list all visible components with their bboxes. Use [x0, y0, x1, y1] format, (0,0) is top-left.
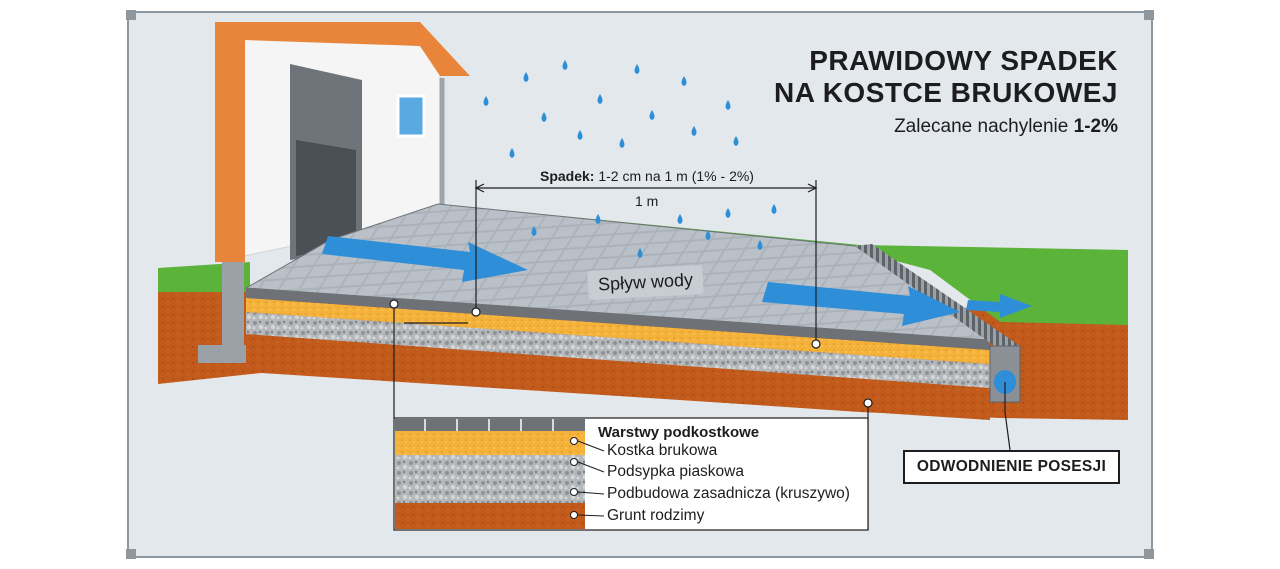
- title-line-1: PRAWIDOWY SPADEK: [809, 45, 1118, 76]
- inset-paving: [395, 419, 585, 431]
- slope-label-text: 1-2 cm na 1 m (1% - 2%): [598, 168, 754, 184]
- window: [396, 94, 426, 138]
- gravel-layer: [246, 312, 990, 388]
- marker-dot: [863, 398, 873, 408]
- raindrop-icon: [577, 130, 583, 140]
- layer-label-soil: Grunt rodzimy: [607, 507, 705, 524]
- arrow-right-icon: [966, 294, 1032, 318]
- raindrop-icon: [597, 94, 603, 104]
- distance-label: 1 m: [635, 193, 659, 209]
- marker-dot: [389, 299, 399, 309]
- raindrop-icon: [509, 148, 515, 158]
- raindrop-icon: [595, 214, 601, 224]
- raindrop-icon: [705, 230, 711, 240]
- raindrop-icon: [677, 214, 683, 224]
- marker-dot: [570, 488, 578, 496]
- marker-dot: [811, 339, 821, 349]
- layers-inset: [393, 417, 869, 531]
- subtitle: Zalecane nachylenie 1-2%: [894, 116, 1118, 138]
- raindrop-icon: [531, 226, 537, 236]
- slope-label: Spadek: 1-2 cm na 1 m (1% - 2%): [540, 168, 754, 184]
- layers-title: Warstwy podkostkowe: [598, 424, 760, 441]
- inset-soil: [395, 503, 585, 529]
- raindrop-icon: [637, 248, 643, 258]
- arrow-right-icon: [762, 282, 960, 326]
- inset-gravel: [395, 455, 585, 503]
- raindrop-icon: [733, 136, 739, 146]
- foundation-footing: [198, 345, 246, 363]
- rain: [483, 60, 777, 258]
- garage-opening: [296, 140, 356, 256]
- raindrop-icon: [649, 110, 655, 120]
- marker-dot: [471, 307, 481, 317]
- paving-edge: [246, 288, 990, 350]
- drainage-label: ODWODNIENIE POSESJI: [903, 450, 1120, 484]
- roof-edge: [244, 22, 470, 76]
- frame-corner-icon: [126, 549, 136, 559]
- house-corner-trim: [215, 22, 245, 262]
- layer-label-paving: Kostka brukowa: [607, 442, 718, 459]
- subtitle-text: Zalecane nachylenie: [894, 116, 1069, 137]
- raindrop-icon: [562, 60, 568, 70]
- dimension-line: [474, 180, 818, 344]
- raindrop-icon: [541, 112, 547, 122]
- raindrop-icon: [771, 204, 777, 214]
- raindrop-icon: [757, 240, 763, 250]
- raindrop-icon: [619, 138, 625, 148]
- marker-dot: [570, 511, 578, 519]
- title-line-2: NA KOSTCE BRUKOWEJ: [774, 77, 1118, 108]
- marker-dot: [570, 458, 578, 466]
- raindrop-icon: [483, 96, 489, 106]
- raindrop-icon: [523, 72, 529, 82]
- water-flow-label: Spływ wody: [587, 265, 704, 300]
- raindrop-icon: [725, 208, 731, 218]
- frame-corner-icon: [126, 10, 136, 20]
- marker-dot: [570, 437, 578, 445]
- grass-lawn: [438, 204, 1128, 325]
- inset-sand: [395, 431, 585, 455]
- sand-layer: [246, 298, 990, 364]
- frame-corner-icon: [1144, 10, 1154, 20]
- slope-label-bold: Spadek:: [540, 168, 595, 184]
- drain-grate: [855, 244, 1020, 350]
- subtitle-value: 1-2%: [1073, 116, 1118, 137]
- raindrop-icon: [634, 64, 640, 74]
- layer-label-sand: Podsypka piaskowa: [607, 463, 744, 480]
- frame-corner-icon: [1144, 549, 1154, 559]
- raindrop-icon: [681, 76, 687, 86]
- native-soil-layer: [246, 334, 990, 420]
- layer-label-gravel: Podbudowa zasadnicza (kruszywo): [607, 485, 850, 502]
- raindrop-icon: [725, 100, 731, 110]
- raindrop-icon: [691, 126, 697, 136]
- foundation: [222, 262, 244, 354]
